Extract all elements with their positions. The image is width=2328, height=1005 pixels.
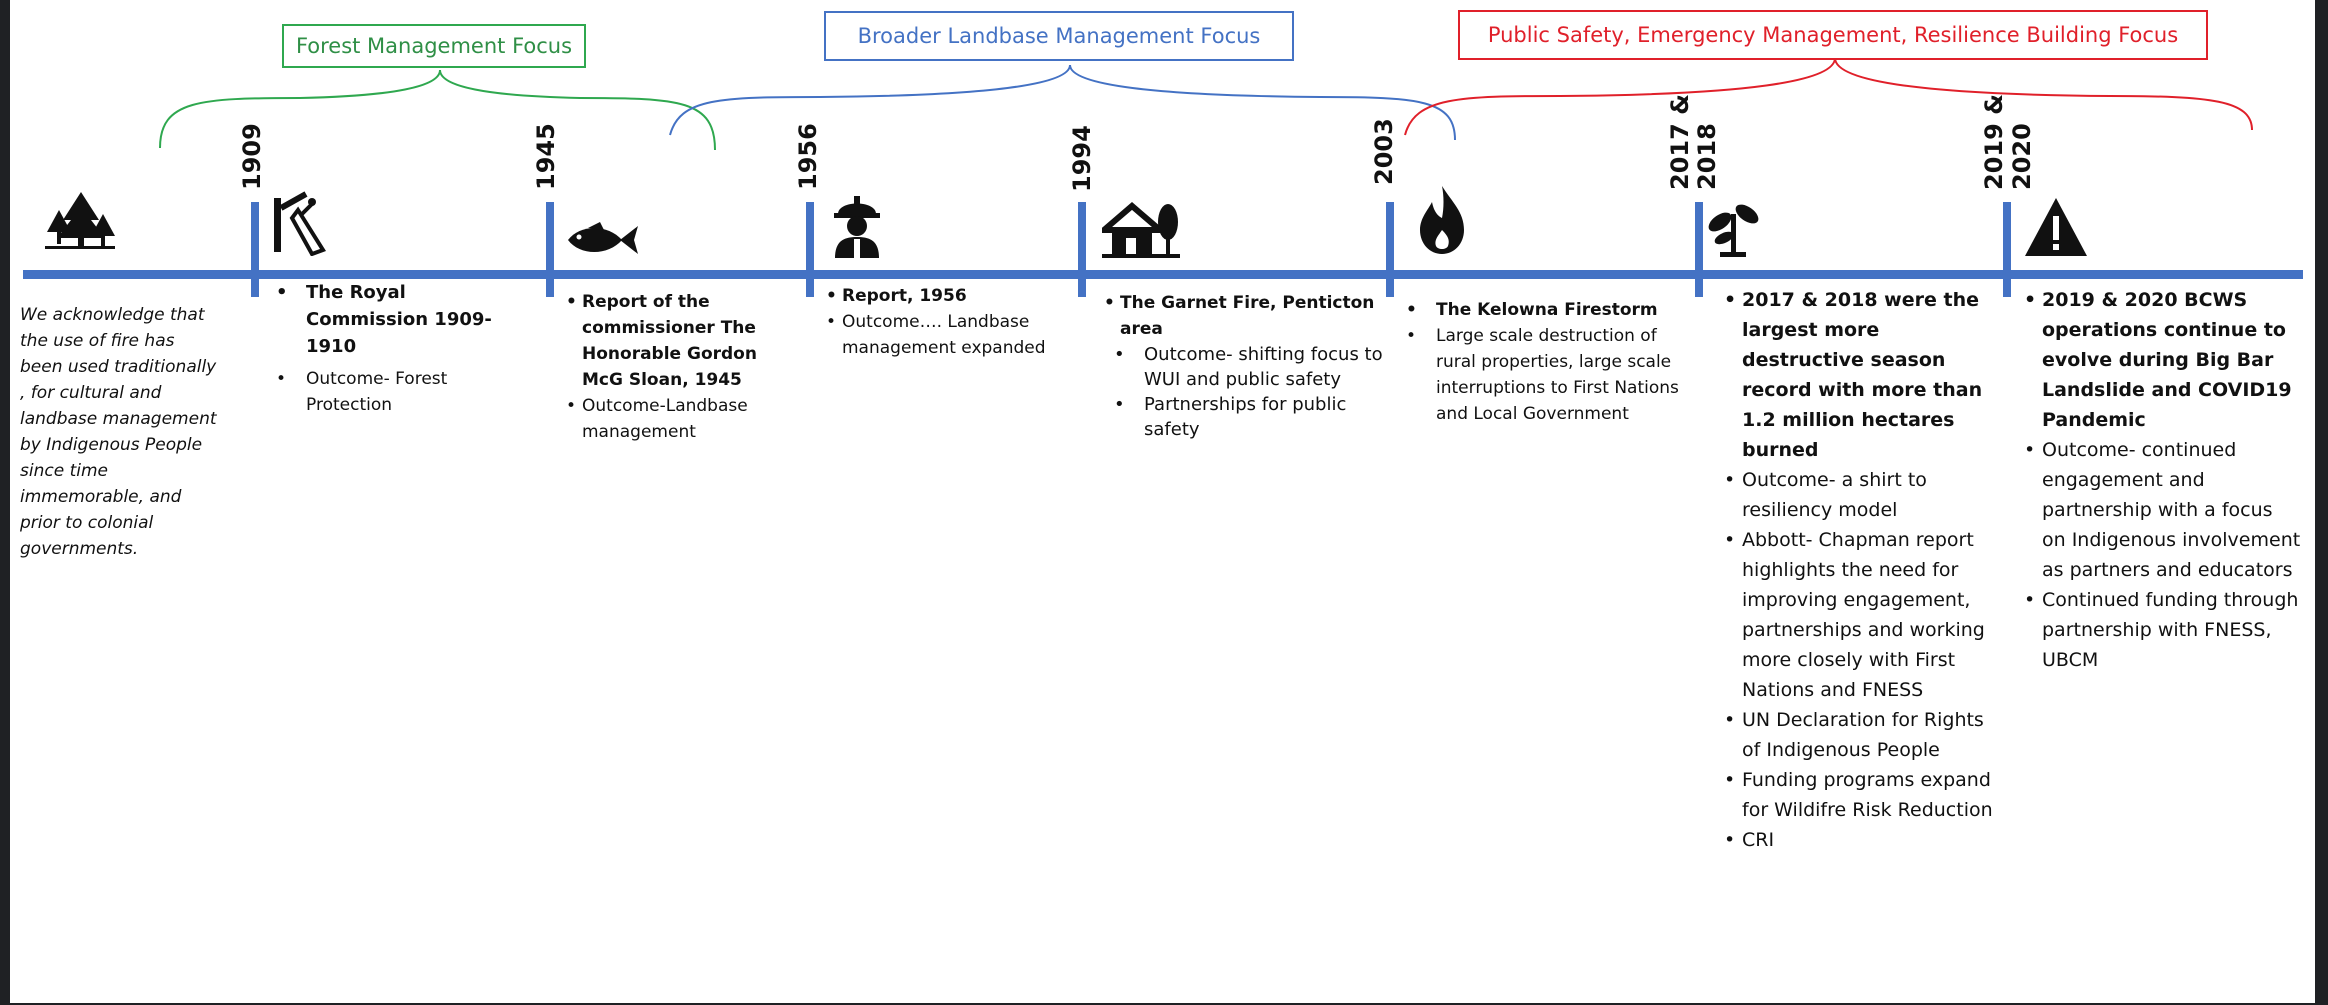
milestone-item: Report, 1956 xyxy=(826,283,1081,309)
milestone-2003: The Kelowna Firestorm Large scale destru… xyxy=(1406,297,1691,427)
worker-hardhat-icon xyxy=(834,196,880,258)
milestone-2019-2020: 2019 & 2020 BCWS operations continue to … xyxy=(2024,285,2302,675)
milestone-1909: The Royal Commission 1909-1910 Outcome- … xyxy=(276,279,511,418)
year-label: 2017 & xyxy=(1666,93,1694,190)
milestone-item: Abbott- Chapman report highlights the ne… xyxy=(1724,525,2000,705)
milestone-tick xyxy=(806,202,814,297)
milestone-tick xyxy=(1386,202,1394,297)
milestone-item: 2017 & 2018 were the largest more destru… xyxy=(1724,285,2000,465)
milestone-tick xyxy=(1695,202,1703,297)
milestone-tick xyxy=(546,202,554,297)
milestone-item: Partnerships for public safety xyxy=(1114,392,1389,442)
milestone-item: The Kelowna Firestorm xyxy=(1406,297,1691,323)
milestone-1994: The Garnet Fire, Penticton area Outcome-… xyxy=(1104,290,1389,442)
milestone-item: 2019 & 2020 BCWS operations continue to … xyxy=(2024,285,2302,435)
milestone-item: Outcome-Landbase management xyxy=(566,393,796,445)
year-label: 2020 xyxy=(2008,123,2036,190)
warning-icon xyxy=(2025,198,2087,256)
year-label: 1909 xyxy=(238,123,266,190)
forest-icon xyxy=(45,192,115,249)
milestone-item: The Garnet Fire, Penticton area xyxy=(1104,290,1389,342)
year-label: 2019 & xyxy=(1980,93,2008,190)
year-label: 2003 xyxy=(1370,118,1398,185)
milestone-tick xyxy=(251,202,259,297)
milestone-item: The Royal Commission 1909-1910 xyxy=(276,279,511,360)
landbase-focus-label: Broader Landbase Management Focus xyxy=(824,11,1294,61)
fish-icon xyxy=(568,222,638,254)
acknowledgement-text: We acknowledge that the use of fire has … xyxy=(20,305,217,559)
milestone-tick xyxy=(2003,202,2011,297)
milestone-item: Outcome…. Landbase management expanded xyxy=(826,309,1081,361)
house-tree-icon xyxy=(1102,202,1180,258)
timeline-axis xyxy=(23,270,2303,279)
milestone-item: Outcome- Forest Protection xyxy=(276,366,511,418)
year-label: 1945 xyxy=(532,123,560,190)
milestone-item: Large scale destruction of rural propert… xyxy=(1406,323,1691,427)
landbase-focus-bracket xyxy=(669,64,1456,141)
milestone-item: CRI xyxy=(1724,825,2000,855)
milestone-tick xyxy=(1078,202,1086,297)
milestone-1956: Report, 1956 Outcome…. Landbase manageme… xyxy=(826,283,1081,361)
milestone-item: Outcome- continued engagement and partne… xyxy=(2024,435,2302,585)
milestone-1945: Report of the commissioner The Honorable… xyxy=(566,289,796,445)
milestone-item: Continued funding through partnership wi… xyxy=(2024,585,2302,675)
forest-focus-label: Forest Management Focus xyxy=(282,24,586,68)
flame-icon xyxy=(1420,186,1464,254)
safety-focus-bracket xyxy=(1404,57,2253,136)
pruning-tool-icon xyxy=(274,191,327,256)
year-label: 1956 xyxy=(794,123,822,190)
milestone-2017-2018: 2017 & 2018 were the largest more destru… xyxy=(1724,285,2000,855)
safety-focus-label: Public Safety, Emergency Management, Res… xyxy=(1458,10,2208,60)
milestone-item: Report of the commissioner The Honorable… xyxy=(566,289,796,393)
year-label: 2018 xyxy=(1693,123,1721,190)
milestone-item: Outcome- shifting focus to WUI and publi… xyxy=(1114,342,1389,392)
milestone-item: UN Declaration for Rights of Indigenous … xyxy=(1724,705,2000,765)
milestone-item: Funding programs expand for Wildifre Ris… xyxy=(1724,765,2000,825)
milestone-item: Outcome- a shirt to resiliency model xyxy=(1724,465,2000,525)
year-label: 1994 xyxy=(1068,125,1096,192)
seedling-icon xyxy=(1708,204,1759,257)
forest-focus-bracket xyxy=(159,69,716,151)
